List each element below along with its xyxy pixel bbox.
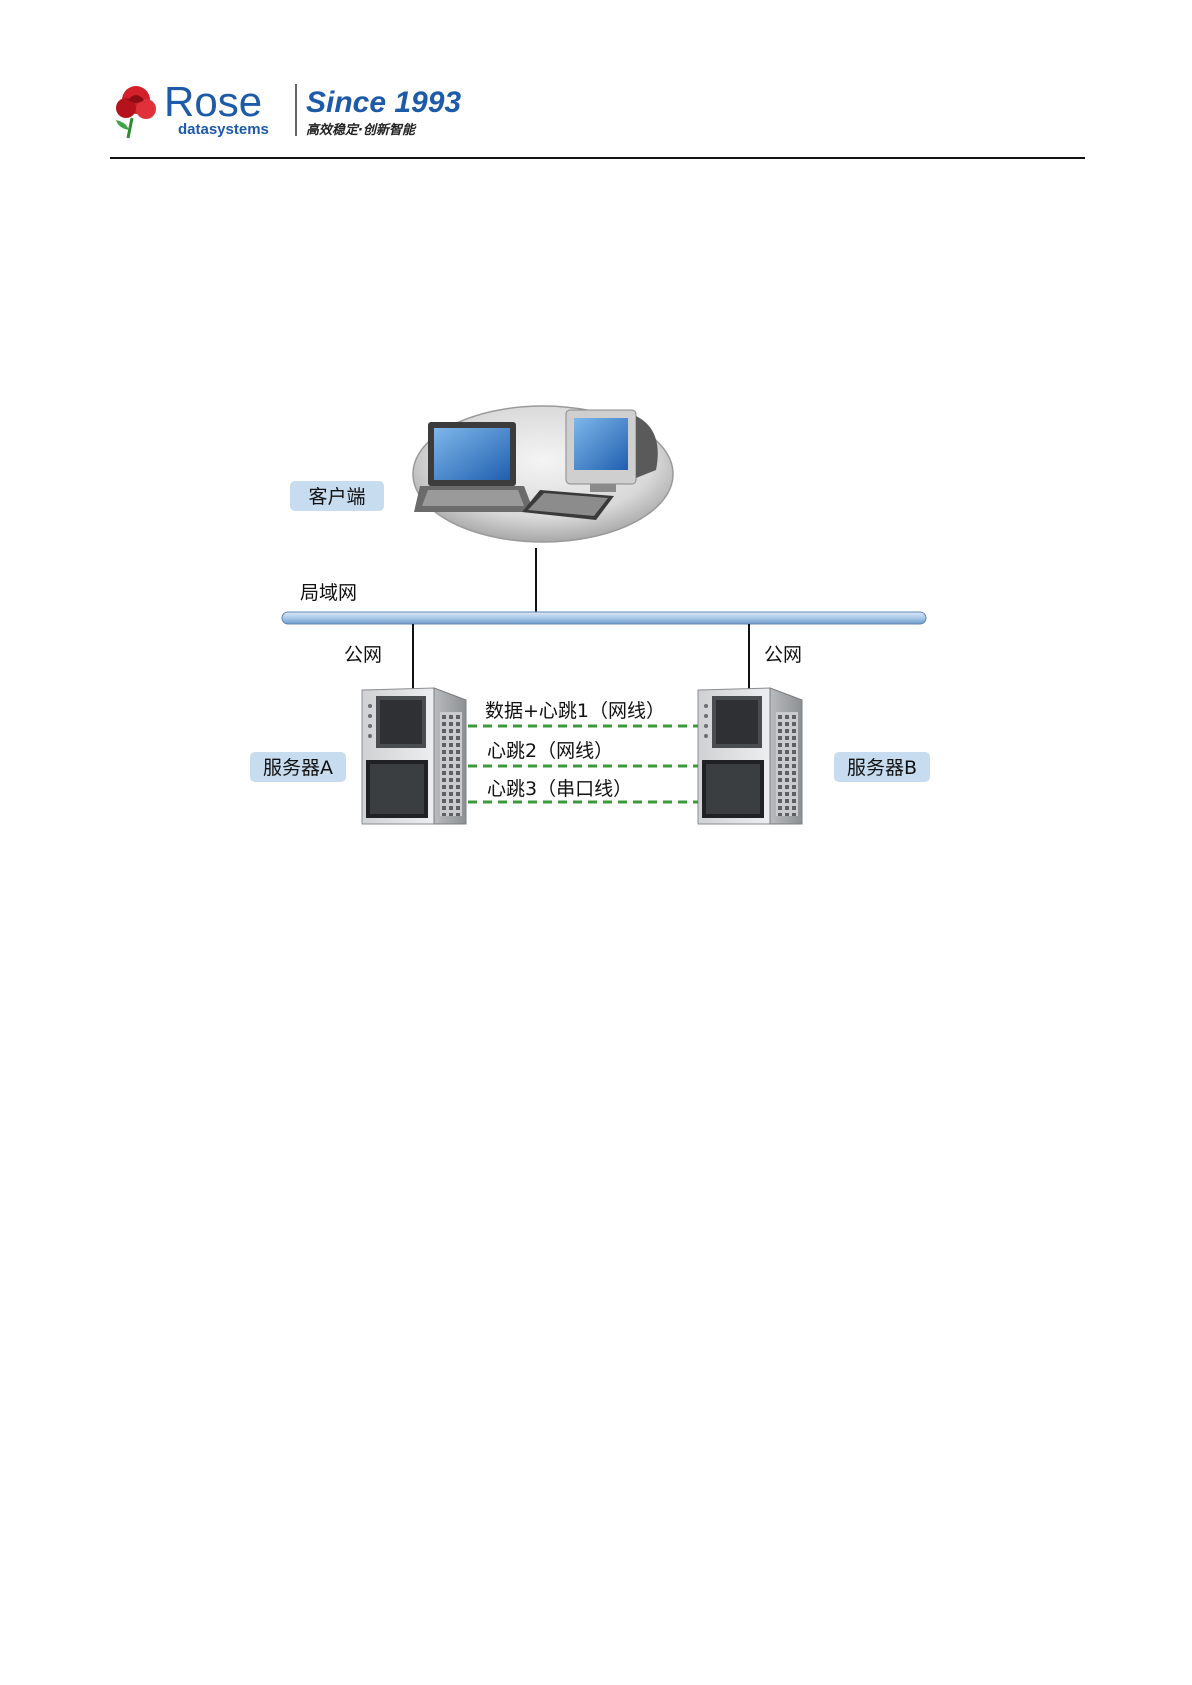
- link-label-1: 数据+心跳1（网线）: [485, 700, 665, 722]
- lan-label: 局域网: [300, 582, 357, 604]
- laptop-icon: [414, 422, 534, 512]
- server-a-tower-icon: [362, 688, 466, 824]
- link-label-2: 心跳2（网线）: [487, 740, 613, 762]
- client-workstations: [413, 406, 673, 542]
- lan-bar: [282, 612, 926, 624]
- public-net-right-label: 公网: [764, 644, 802, 666]
- server-a-tag: 服务器A: [250, 752, 346, 782]
- public-net-left-label: 公网: [344, 644, 382, 666]
- heartbeat-links: 数据+心跳1（网线） 心跳2（网线） 心跳3（串口线）: [468, 700, 698, 802]
- server-b-tag: 服务器B: [834, 752, 930, 782]
- link-label-3: 心跳3（串口线）: [487, 778, 632, 800]
- client-tag: 客户端: [290, 481, 384, 511]
- server-a-label: 服务器A: [263, 757, 333, 779]
- server-b-tower-icon: [698, 688, 802, 824]
- client-label: 客户端: [308, 486, 365, 508]
- server-b-label: 服务器B: [847, 757, 917, 779]
